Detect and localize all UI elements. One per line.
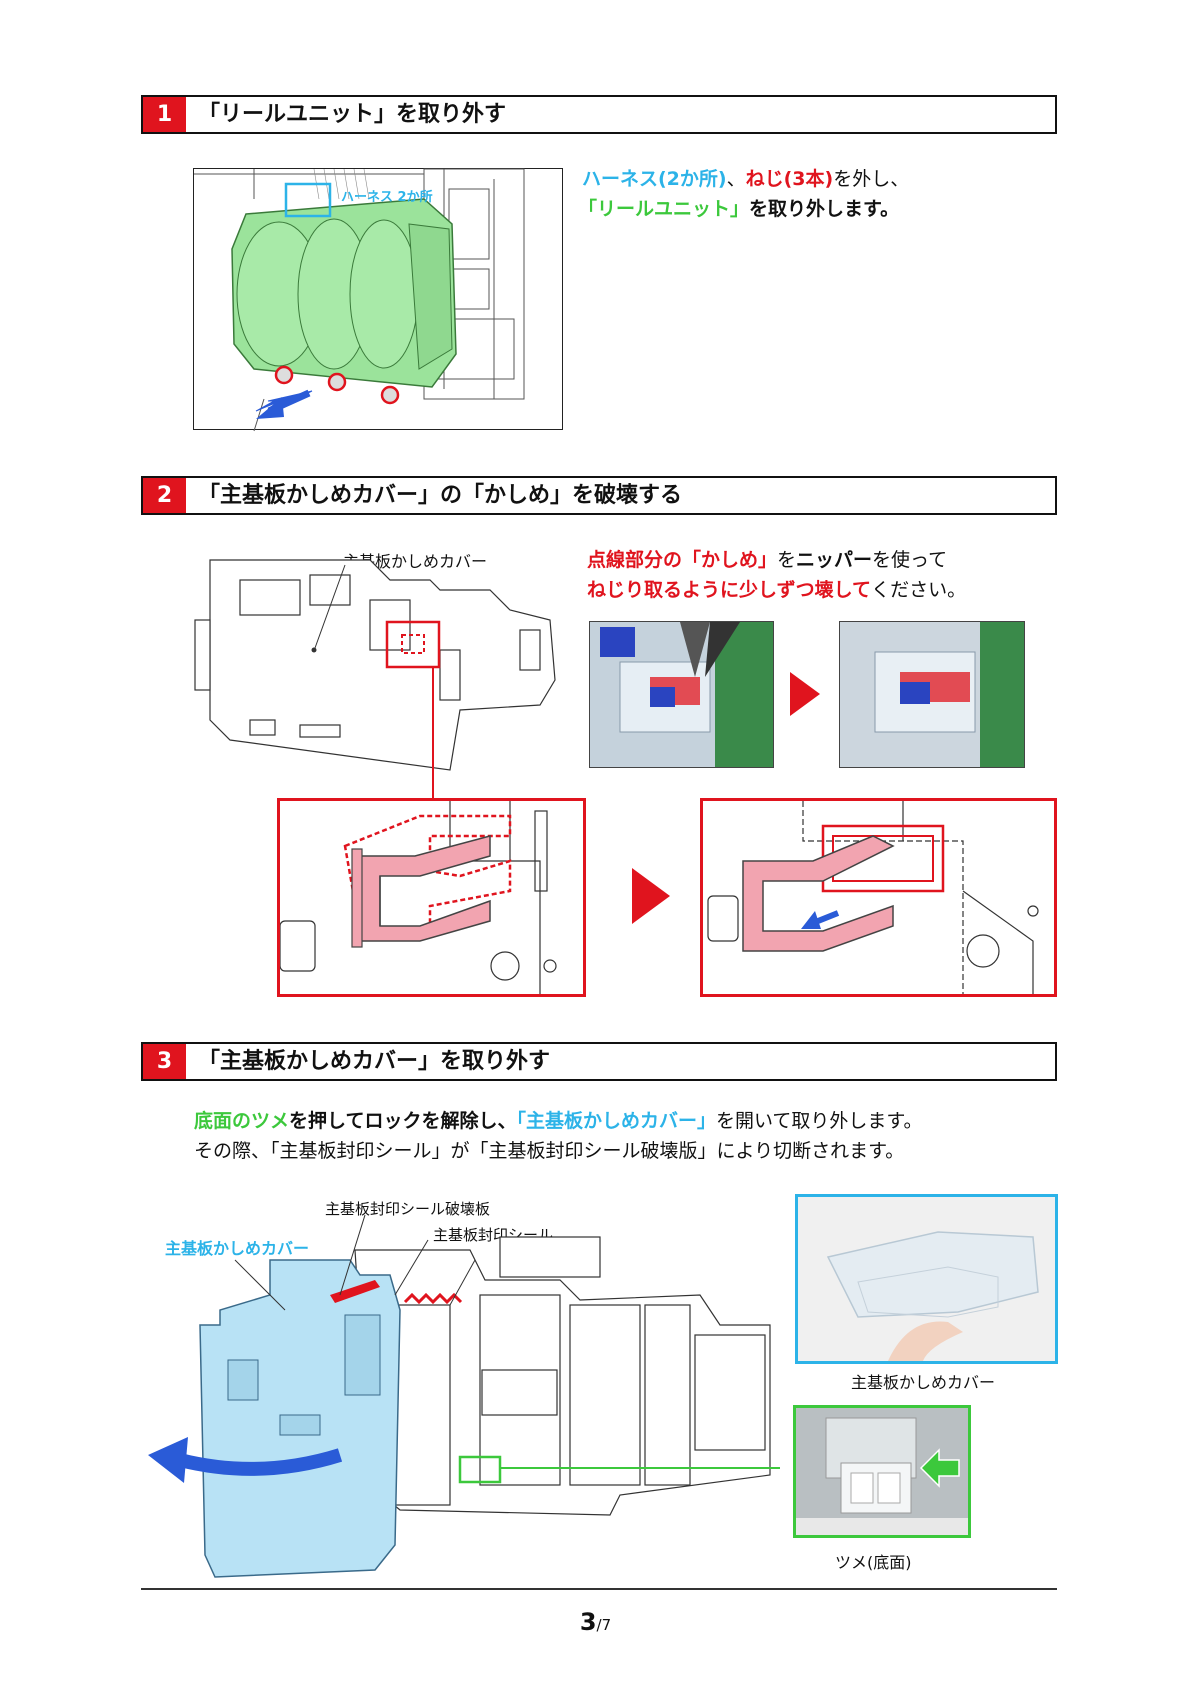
claw-text: 底面のツメ	[194, 1110, 290, 1132]
cover-name-text: 「主基板かしめカバー」	[516, 1110, 716, 1132]
seal-breaker-label: 主基板封印シール破壊板	[325, 1200, 491, 1218]
nipper-photo-after-art	[840, 622, 1024, 767]
step-number-badge: 2	[143, 478, 186, 513]
page-current: 3	[579, 1608, 597, 1636]
step1-description-line2: 「リールユニット」を取り外します。	[578, 194, 899, 224]
step1-description-line1: ハーネス(2か所)、ねじ(3本)を外し、	[582, 164, 909, 194]
claw-photo	[793, 1405, 971, 1538]
cover-photo-art	[798, 1197, 1055, 1361]
cover-label: 主基板かしめカバー	[343, 552, 488, 571]
arrow-right-icon	[790, 672, 820, 716]
reel-unit-text: 「リールユニット」	[578, 198, 750, 220]
step-title: 「主基板かしめカバー」の「かしめ」を破壊する	[198, 483, 683, 508]
claw-caption: ツメ(底面)	[835, 1553, 912, 1572]
harness-callout-label: ハーネス 2か所	[341, 190, 433, 205]
screw-text: ねじ(3本)	[745, 168, 834, 190]
step2-header: 2 「主基板かしめカバー」の「かしめ」を破壊する	[141, 476, 1057, 515]
page-number: 3/7	[0, 1608, 1191, 1636]
cover-callout-label: 主基板かしめカバー	[165, 1239, 310, 1258]
board-cover-illustration	[194, 559, 556, 800]
caulk-detail-before-art	[280, 801, 557, 994]
step2-description-line1: 点線部分の「かしめ」をニッパーを使って	[587, 545, 947, 575]
arrow-right-icon	[632, 868, 670, 924]
step3-description-line2: その際、「主基板封印シール」が「主基板封印シール破壊版」により切断されます。	[194, 1140, 905, 1162]
caulk-detail-after-art	[707, 801, 1039, 994]
caulk-part-text: 点線部分の「かしめ」	[587, 549, 778, 571]
step-number-badge: 3	[143, 1044, 186, 1079]
desc-rest-text: を使って	[872, 549, 948, 571]
nipper-photo-after	[839, 621, 1025, 768]
caulk-detail-before	[277, 798, 586, 997]
twist-action-text: ねじり取るように少しずつ壊して	[587, 579, 872, 601]
separator-text: 、	[726, 168, 746, 190]
step3-header: 3 「主基板かしめカバー」を取り外す	[141, 1042, 1057, 1081]
caulk-detail-after	[700, 798, 1057, 997]
desc-rest-text: を開いて取り外します。	[715, 1110, 923, 1132]
step3-description-line1: 底面のツメを押してロックを解除し、「主基板かしめカバー」を開いて取り外します。	[194, 1106, 923, 1136]
harness-text: ハーネス(2か所)	[582, 168, 727, 190]
step-title: 「主基板かしめカバー」を取り外す	[198, 1049, 551, 1074]
cover-photo-caption: 主基板かしめカバー	[851, 1373, 996, 1392]
cover-removal-illustration	[148, 1214, 780, 1578]
nipper-photo-before	[589, 621, 774, 768]
unlock-text: を押してロックを解除し、	[289, 1110, 517, 1132]
particle-text: を	[777, 549, 797, 571]
page-total: /7	[596, 1616, 612, 1634]
desc-rest-text: ください。	[871, 579, 967, 601]
claw-photo-art	[796, 1408, 968, 1535]
step1-header: 1 「リールユニット」を取り外す	[141, 95, 1057, 134]
nipper-photo-before-art	[590, 622, 773, 767]
reel-unit-figure: ハーネス 2か所	[193, 168, 563, 432]
cover-photo	[795, 1194, 1058, 1364]
nipper-text: ニッパー	[796, 549, 873, 571]
step-number-badge: 1	[143, 97, 186, 132]
reel-unit-illustration	[194, 168, 525, 432]
step-title: 「リールユニット」を取り外す	[198, 102, 507, 127]
footer-divider	[141, 1588, 1057, 1590]
desc-rest-text: を取り外します。	[749, 198, 900, 220]
desc-rest-text: を外し、	[833, 168, 910, 190]
green-arrow-left-icon	[919, 1448, 960, 1488]
step2-description-line2: ねじり取るように少しずつ壊してください。	[587, 575, 966, 605]
